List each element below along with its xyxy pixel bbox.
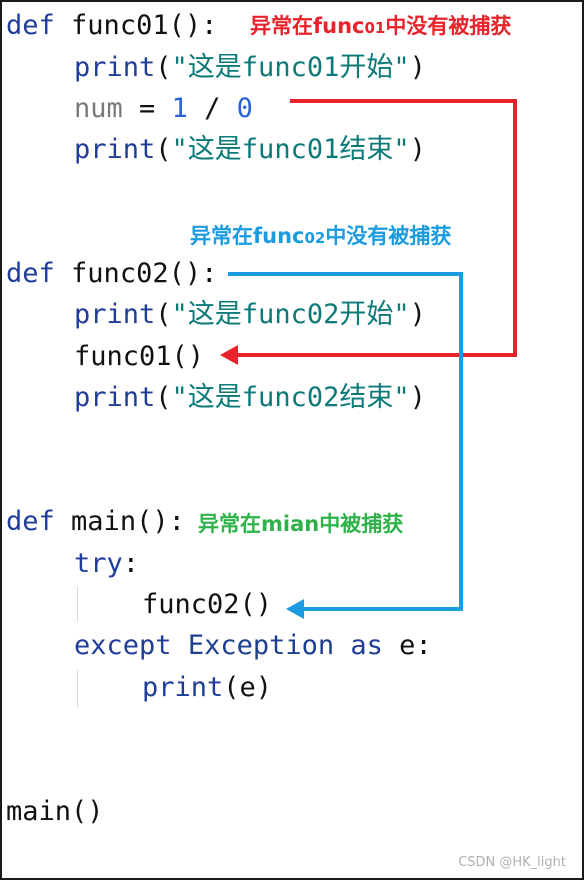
code-line-except: except Exception as e:	[74, 630, 432, 661]
indent-guide	[77, 670, 78, 708]
print-keyword: print	[74, 134, 156, 165]
annotation-func02-uncaught: 异常在func02中没有被捕获	[190, 224, 452, 248]
main-signature: main():	[71, 506, 185, 537]
number-zero: 0	[236, 93, 253, 124]
exception-variable: e	[399, 630, 416, 661]
code-line-try: try:	[74, 548, 140, 579]
code-line-main-call: main()	[6, 796, 104, 828]
string-func02-start: "这是func02开始"	[171, 299, 410, 330]
code-line-print-func01-end: print("这是func01结束")	[74, 134, 426, 165]
num-variable: num	[74, 93, 123, 124]
code-line-print-func01-start: print("这是func01开始")	[74, 52, 426, 83]
as-keyword: as	[350, 630, 383, 661]
print-keyword: print	[74, 382, 156, 413]
code-line-def-func01: def func01():	[6, 10, 217, 42]
code-line-call-func01: func01()	[74, 341, 204, 373]
def-keyword: def	[6, 506, 55, 537]
annotation-func01-uncaught: 异常在func01中没有被捕获	[250, 14, 512, 38]
def-keyword: def	[6, 10, 55, 41]
code-line-num-division: num = 1 / 0	[74, 93, 253, 124]
func02-signature: func02():	[71, 258, 218, 289]
code-line-def-func02: def func02():	[6, 258, 217, 290]
def-keyword: def	[6, 258, 55, 289]
blue-arrow-head	[286, 599, 304, 619]
code-line-print-func02-end: print("这是func02结束")	[74, 382, 426, 413]
func02-call: func02()	[142, 589, 273, 620]
func01-signature: func01():	[71, 10, 218, 41]
print-keyword: print	[74, 299, 156, 330]
print-keyword: print	[74, 52, 156, 83]
code-line-print-e: print(e)	[142, 672, 272, 704]
string-func01-start: "这是func01开始"	[171, 52, 410, 83]
func01-call: func01()	[74, 341, 205, 372]
print-keyword: print	[142, 672, 224, 703]
main-call: main()	[6, 796, 104, 827]
except-keyword: except	[74, 630, 172, 661]
blue-arrow-func02-to-main	[228, 272, 463, 611]
red-arrow-head	[220, 345, 238, 365]
number-one: 1	[171, 93, 188, 124]
string-func02-end: "这是func02结束"	[171, 382, 410, 413]
exception-class: Exception	[187, 630, 335, 661]
red-arrow-func01-to-func02	[232, 99, 517, 357]
code-line-print-func02-start: print("这是func02开始")	[74, 299, 426, 330]
annotation-main-caught: 异常在mian中被捕获	[198, 512, 404, 536]
code-line-def-main: def main():	[6, 506, 185, 538]
watermark: CSDN @HK_light	[458, 855, 566, 870]
indent-guide	[77, 586, 78, 622]
try-keyword: try	[74, 548, 123, 579]
print-e-argument: (e)	[223, 672, 273, 703]
code-line-call-func02: func02()	[142, 589, 272, 621]
string-func01-end: "这是func01结束"	[171, 134, 410, 165]
